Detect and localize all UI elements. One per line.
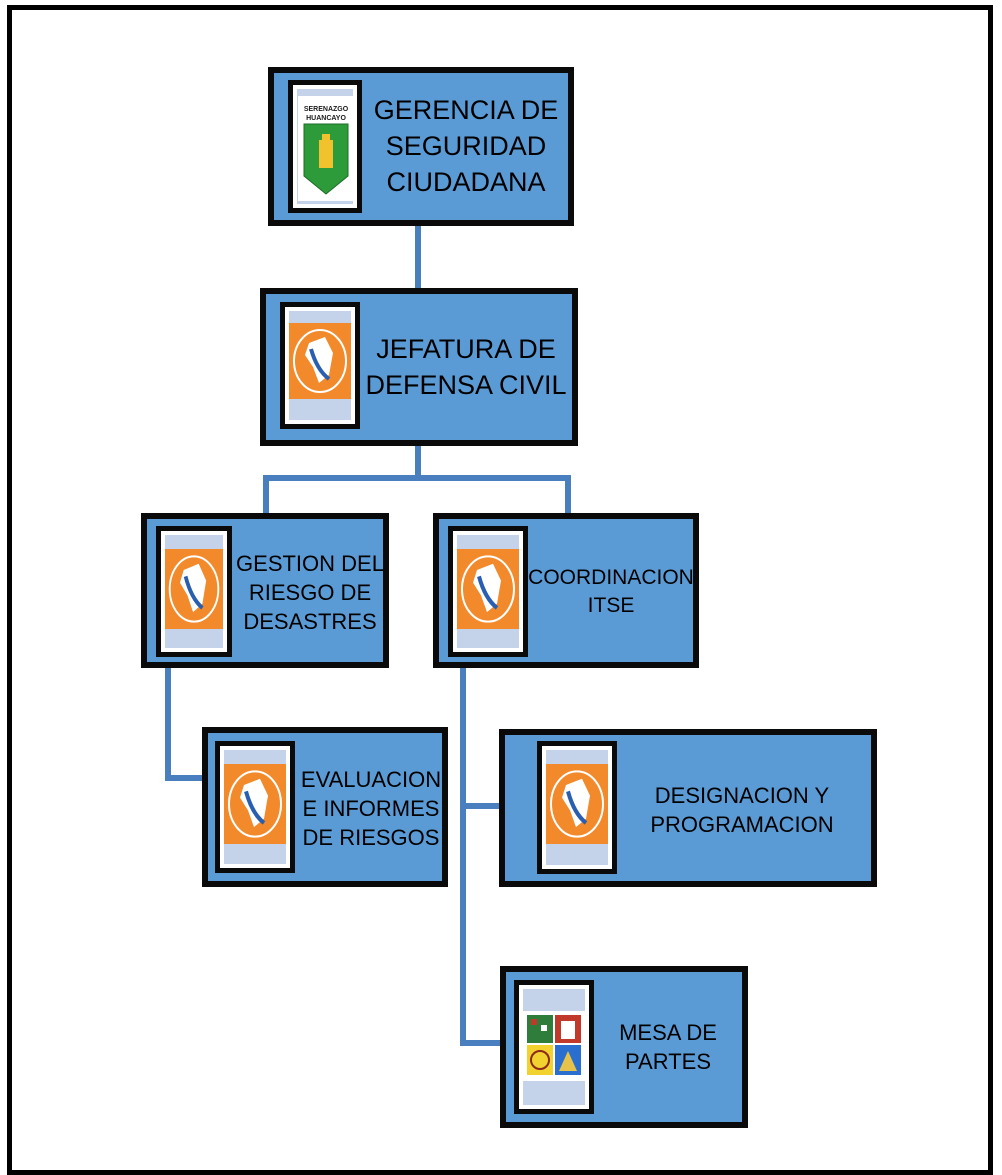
label-line: DESASTRES [243, 608, 377, 634]
label-line: GESTION DEL [236, 550, 384, 576]
node-label: MESA DE PARTES [598, 982, 738, 1112]
node-gestion-riesgo-desastres: GESTION DEL RIESGO DE DESASTRES [141, 513, 389, 668]
serenazgo-huancayo-logo: SERENAZGO HUANCAYO [298, 96, 354, 201]
node-mesa-de-partes: MESA DE PARTES [500, 966, 748, 1128]
node-gerencia-seguridad-ciudadana: SERENAZGO HUANCAYO GERENCIA DE SEGURIDAD… [268, 67, 574, 226]
defensa-civil-logo [165, 549, 223, 629]
defensa-civil-logo [224, 764, 286, 844]
node-designacion-programacion: DESIGNACION Y PROGRAMACION [499, 729, 877, 887]
label-line: EVALUACION [300, 766, 442, 792]
label-line: PROGRAMACION [650, 812, 834, 837]
node-evaluacion-informes-riesgos: EVALUACION E INFORMES DE RIESGOS [202, 727, 448, 887]
node-coordinacion-itse: COORDINACION ITSE [433, 513, 699, 668]
label-line: GERENCIA DE [373, 95, 559, 125]
logo-frame [280, 302, 360, 429]
logo-frame [156, 526, 232, 657]
node-label: COORDINACION ITSE [528, 527, 694, 657]
label-line: JEFATURA DE [376, 334, 556, 364]
node-label: JEFATURA DE DEFENSA CIVIL [365, 302, 567, 432]
defensa-civil-logo [546, 764, 608, 844]
node-label: EVALUACION E INFORMES DE RIESGOS [298, 743, 444, 873]
label-line: COORDINACION [528, 566, 694, 589]
logo-frame: SERENAZGO HUANCAYO [288, 80, 362, 213]
node-label: DESIGNACION Y PROGRAMACION [631, 745, 853, 875]
label-line: E INFORMES [302, 795, 440, 821]
defensa-civil-logo [457, 549, 519, 629]
logo-frame [537, 741, 617, 874]
node-label: GESTION DEL RIESGO DE DESASTRES [235, 527, 385, 657]
logo-frame [215, 741, 295, 873]
label-line: DE RIESGOS [302, 824, 440, 850]
label-line: DESIGNACION Y [654, 783, 830, 808]
coat-of-arms-logo [523, 1011, 585, 1081]
label-line: RIESGO DE [248, 579, 372, 605]
label-line: DEFENSA CIVIL [365, 370, 567, 400]
label-line: PARTES [625, 1049, 711, 1074]
label-line: ITSE [587, 594, 635, 617]
connector-branch-gestion-coordinacion [263, 475, 571, 516]
logo-text-line-1: SERENAZGO [304, 106, 349, 113]
label-line: CIUDADANA [386, 167, 546, 197]
logo-text-line-2: HUANCAYO [306, 115, 346, 122]
logo-frame [448, 526, 528, 657]
defensa-civil-logo [289, 323, 351, 399]
label-line: MESA DE [619, 1020, 717, 1045]
logo-frame [514, 980, 594, 1114]
connector-gestion-evaluacion [165, 665, 205, 781]
node-label: GERENCIA DE SEGURIDAD CIUDADANA [366, 81, 566, 211]
node-jefatura-defensa-civil: JEFATURA DE DEFENSA CIVIL [260, 288, 578, 446]
label-line: SEGURIDAD [385, 131, 547, 161]
